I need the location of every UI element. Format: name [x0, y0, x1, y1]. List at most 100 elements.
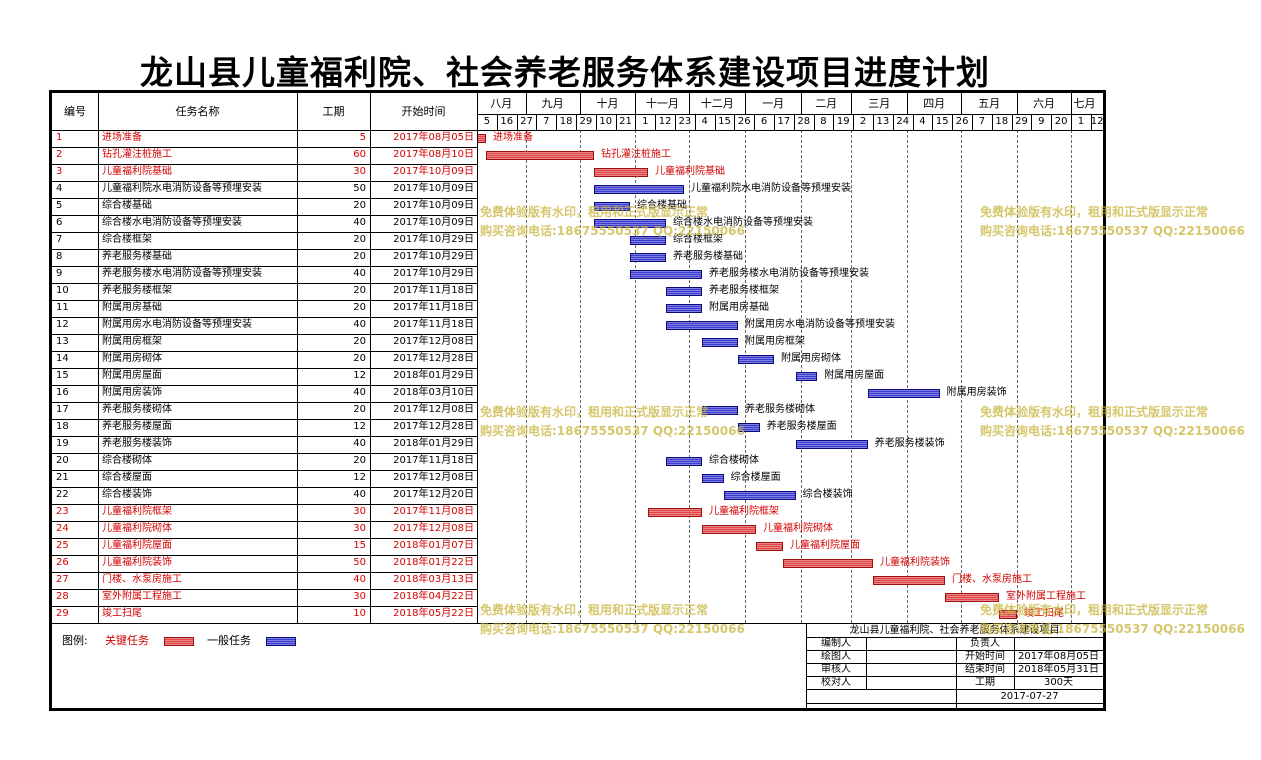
task-number: 27 — [56, 574, 69, 585]
task-start: 2017年10月09日 — [393, 183, 474, 194]
task-number: 9 — [56, 268, 63, 279]
day-divider — [694, 114, 696, 130]
month-divider — [689, 93, 691, 114]
task-name: 附属用房砌体 — [102, 353, 162, 364]
task-start: 2018年03月10日 — [393, 387, 474, 398]
day-tick: 9 — [1038, 116, 1045, 127]
task-name: 附属用房屋面 — [102, 370, 162, 381]
task-duration: 20 — [353, 200, 366, 211]
task-duration: 50 — [353, 557, 366, 568]
row-divider — [52, 521, 477, 522]
day-divider — [496, 114, 498, 130]
task-bar-label: 养老服务楼框架 — [709, 285, 779, 296]
task-bar — [594, 168, 648, 177]
info-key: 开始时间 — [965, 651, 1005, 662]
info-border — [806, 623, 807, 708]
info-project-name: 龙山县儿童福利院、社会养老服务体系建设项目 — [849, 625, 1060, 636]
task-start: 2017年12月08日 — [393, 336, 474, 347]
watermark-line: 购买咨询电话:18675550537 QQ:22150066 — [480, 424, 745, 438]
task-bar — [648, 508, 702, 517]
watermark-line: 免费体验版有水印，租用和正式版显示正常 — [980, 603, 1209, 617]
day-divider — [774, 114, 775, 130]
day-tick: 21 — [619, 116, 632, 127]
day-tick: 16 — [500, 116, 514, 127]
task-duration: 15 — [353, 540, 366, 551]
row-divider — [52, 555, 477, 556]
month-divider — [745, 93, 747, 114]
day-divider — [1051, 114, 1053, 130]
task-bar — [795, 440, 868, 449]
month-gridline — [689, 130, 691, 623]
task-duration: 12 — [353, 421, 366, 432]
task-bar-label: 竣工扫尾 — [1024, 608, 1064, 619]
day-divider — [675, 114, 676, 130]
month-divider — [851, 93, 853, 114]
row-divider — [52, 317, 477, 318]
task-start: 2017年08月10日 — [393, 149, 474, 160]
task-duration: 60 — [353, 149, 366, 160]
day-tick: 10 — [599, 116, 613, 127]
day-divider — [516, 114, 518, 130]
day-divider — [912, 114, 914, 130]
day-tick: 8 — [820, 116, 827, 127]
day-tick: 29 — [579, 116, 593, 127]
task-name: 儿童福利院框架 — [102, 506, 172, 517]
task-start: 2017年11月18日 — [393, 285, 474, 296]
task-name: 门楼、水泵房施工 — [102, 574, 182, 585]
task-number: 6 — [56, 217, 63, 228]
task-number: 17 — [56, 404, 69, 415]
task-start: 2017年08月05日 — [393, 132, 474, 143]
task-duration: 40 — [353, 489, 366, 500]
task-number: 22 — [56, 489, 69, 500]
task-start: 2018年01月22日 — [393, 557, 474, 568]
header-no: 编号 — [64, 105, 86, 118]
task-bar-label: 养老服务楼屋面 — [766, 421, 837, 432]
day-divider — [991, 114, 993, 130]
day-tick: 2 — [859, 116, 867, 127]
task-bar — [594, 219, 666, 228]
task-bar-label: 门楼、水泵房施工 — [952, 574, 1032, 585]
day-tick: 26 — [737, 116, 751, 127]
task-bar-label: 附属用房装饰 — [946, 387, 1007, 398]
info-key: 绘图人 — [821, 651, 851, 662]
day-tick: 26 — [955, 116, 969, 127]
row-divider — [52, 436, 477, 437]
row-divider — [52, 419, 477, 420]
task-duration: 40 — [353, 319, 366, 330]
info-value: 300天 — [1043, 677, 1074, 688]
month-divider — [525, 93, 527, 114]
task-name: 综合楼水电消防设备等预埋安装 — [102, 217, 242, 228]
task-number: 4 — [56, 183, 63, 194]
task-name: 养老服务楼砌体 — [102, 404, 172, 415]
day-tick: 12 — [1090, 116, 1103, 127]
day-divider — [536, 114, 538, 130]
task-bar — [630, 253, 666, 262]
task-duration: 40 — [353, 438, 366, 449]
info-line — [806, 689, 1103, 690]
task-bar-label: 综合楼屋面 — [730, 472, 781, 483]
day-tick: 5 — [483, 116, 491, 127]
task-name: 钻孔灌注桩施工 — [102, 149, 172, 160]
task-start: 2017年12月08日 — [393, 523, 474, 534]
task-bar-label: 附属用房屋面 — [824, 370, 885, 381]
task-bar-label: 儿童福利院基础 — [655, 166, 725, 177]
month-header: 十一月 — [645, 97, 679, 110]
task-start: 2018年05月22日 — [393, 608, 474, 619]
task-start: 2017年12月08日 — [393, 472, 474, 483]
day-tick: 1 — [642, 116, 649, 127]
day-divider — [576, 114, 577, 130]
column-divider — [477, 93, 478, 623]
task-start: 2017年11月18日 — [393, 455, 474, 466]
task-duration: 40 — [353, 574, 366, 585]
info-line — [806, 676, 1103, 677]
day-tick: 12 — [658, 116, 672, 127]
task-bar — [486, 151, 594, 160]
info-col-line — [866, 637, 867, 689]
task-name: 附属用房装饰 — [102, 387, 162, 398]
task-name: 养老服务楼基础 — [102, 251, 172, 262]
task-start: 2018年01月29日 — [393, 438, 474, 449]
task-name: 养老服务楼框架 — [102, 285, 172, 296]
task-number: 15 — [56, 370, 69, 381]
task-start: 2018年01月07日 — [393, 540, 474, 551]
